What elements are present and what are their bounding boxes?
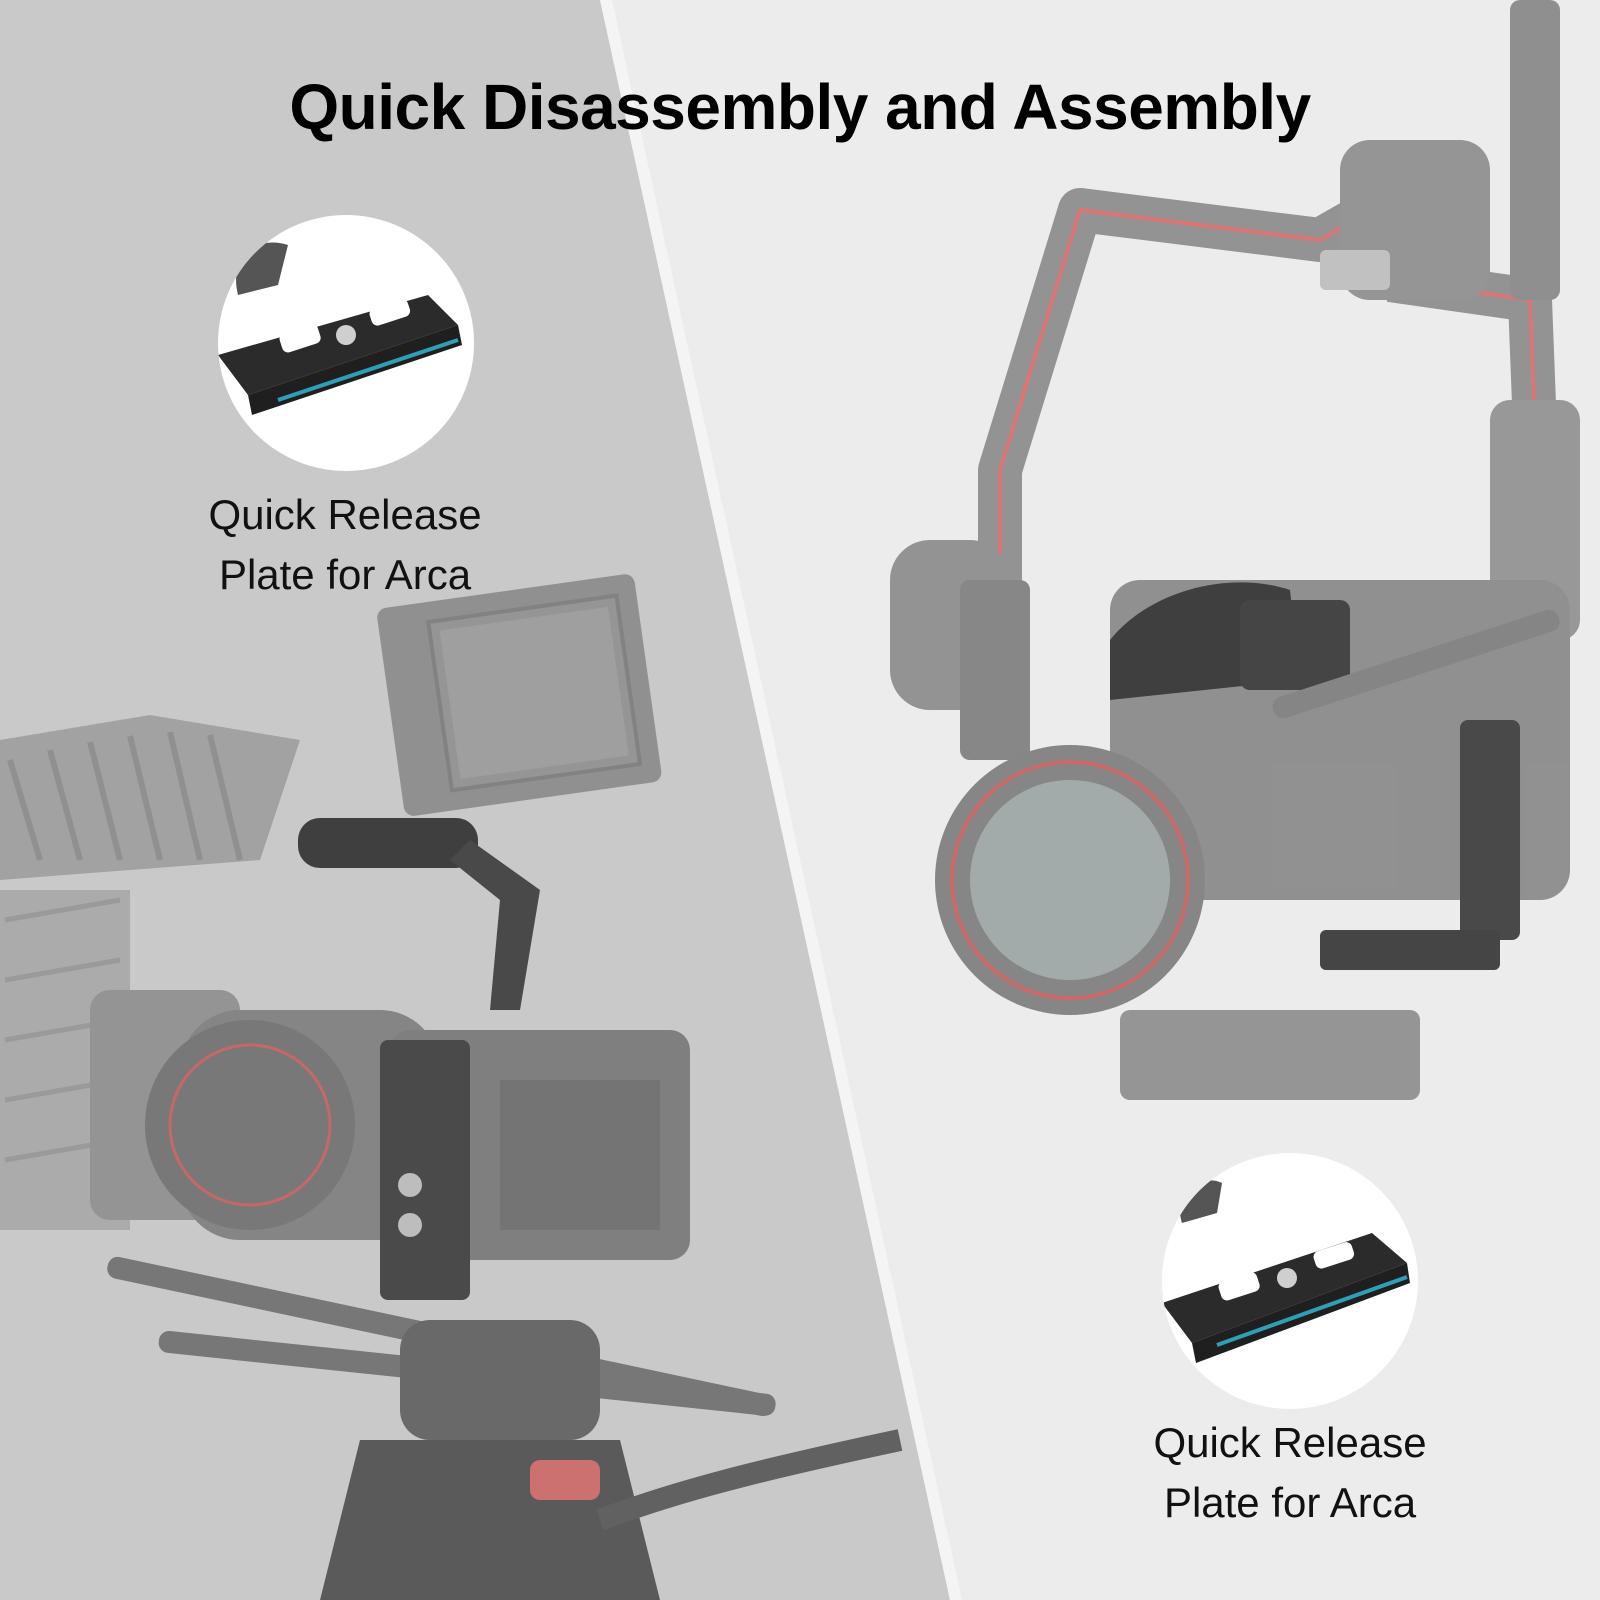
callout-line-2: Plate for Arca — [1163, 1479, 1417, 1526]
callout-label-left: Quick Release Plate for Arca — [155, 485, 535, 605]
camera-rig-illustration — [0, 574, 903, 1600]
page-title: Quick Disassembly and Assembly — [289, 71, 1311, 143]
arca-plate-image — [218, 242, 462, 415]
plate-closeup-badge-left — [218, 215, 474, 471]
callout-label-right: Quick Release Plate for Arca — [1100, 1413, 1480, 1533]
callout-line-2: Plate for Arca — [218, 551, 472, 598]
arca-plate-image — [1162, 1180, 1410, 1363]
callout-line-1: Quick Release — [1153, 1419, 1427, 1466]
plate-closeup-badge-right — [1162, 1153, 1418, 1409]
divider-line — [600, 0, 962, 1600]
callout-line-1: Quick Release — [208, 491, 482, 538]
gimbal-rig-illustration — [890, 0, 1580, 1100]
